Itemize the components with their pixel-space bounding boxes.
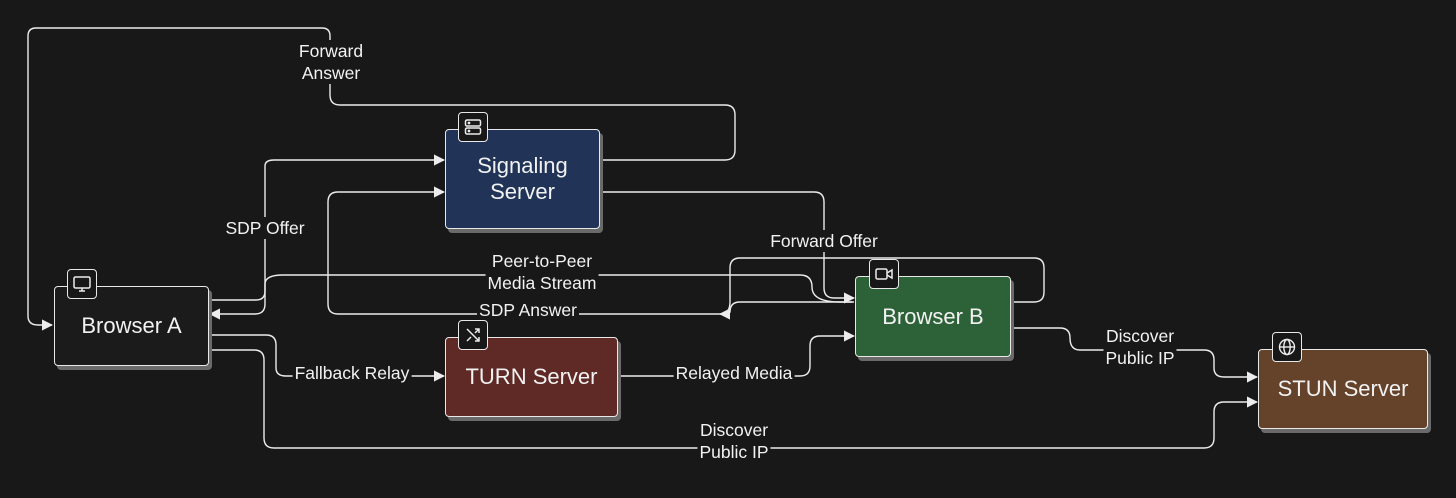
- edge-relayed-media: [618, 330, 856, 377]
- browser-b-node[interactable]: Browser B: [855, 276, 1011, 357]
- edge-label-relayed-media: Relayed Media: [673, 362, 795, 384]
- turn-server-label: TURN Server: [465, 364, 598, 389]
- browser-b-label: Browser B: [882, 303, 984, 329]
- edge-label-discover-b: Discover Public IP: [1103, 325, 1177, 369]
- edge-peer-media: [208, 274, 852, 320]
- browser-a-node[interactable]: Browser A: [54, 286, 209, 366]
- edge-label-sdp-answer: SDP Answer: [477, 299, 579, 321]
- edge-sdp-answer: [327, 186, 854, 315]
- edge-label-fallback-relay: Fallback Relay: [292, 362, 412, 384]
- edge-fallback-relay: [208, 334, 446, 382]
- edge-peer-media-b: [718, 257, 1045, 320]
- signaling-server-label: Signaling Server: [477, 153, 568, 204]
- edge-label-sdp-offer: SDP Offer: [223, 217, 307, 239]
- globe-icon: [1272, 332, 1302, 362]
- signaling-server-node[interactable]: Signaling Server: [445, 129, 600, 229]
- video-camera-icon: [869, 259, 899, 289]
- browser-a-label: Browser A: [81, 313, 182, 338]
- edge-label-forward-offer: Forward Offer: [768, 230, 880, 252]
- server-icon: [458, 112, 488, 142]
- shuffle-icon: [458, 320, 488, 350]
- turn-server-node[interactable]: TURN Server: [445, 337, 618, 417]
- edge-label-peer-media: Peer-to-Peer Media Stream: [485, 250, 599, 294]
- stun-server-node[interactable]: STUN Server: [1258, 349, 1428, 429]
- stun-server-label: STUN Server: [1277, 376, 1409, 401]
- edge-forward-answer: [27, 27, 736, 331]
- edge-label-forward-answer: Forward Answer: [296, 40, 366, 84]
- edge-label-discover-a: Discover Public IP: [697, 419, 771, 463]
- monitor-icon: [67, 269, 97, 299]
- edge-discover-b: [1012, 327, 1259, 383]
